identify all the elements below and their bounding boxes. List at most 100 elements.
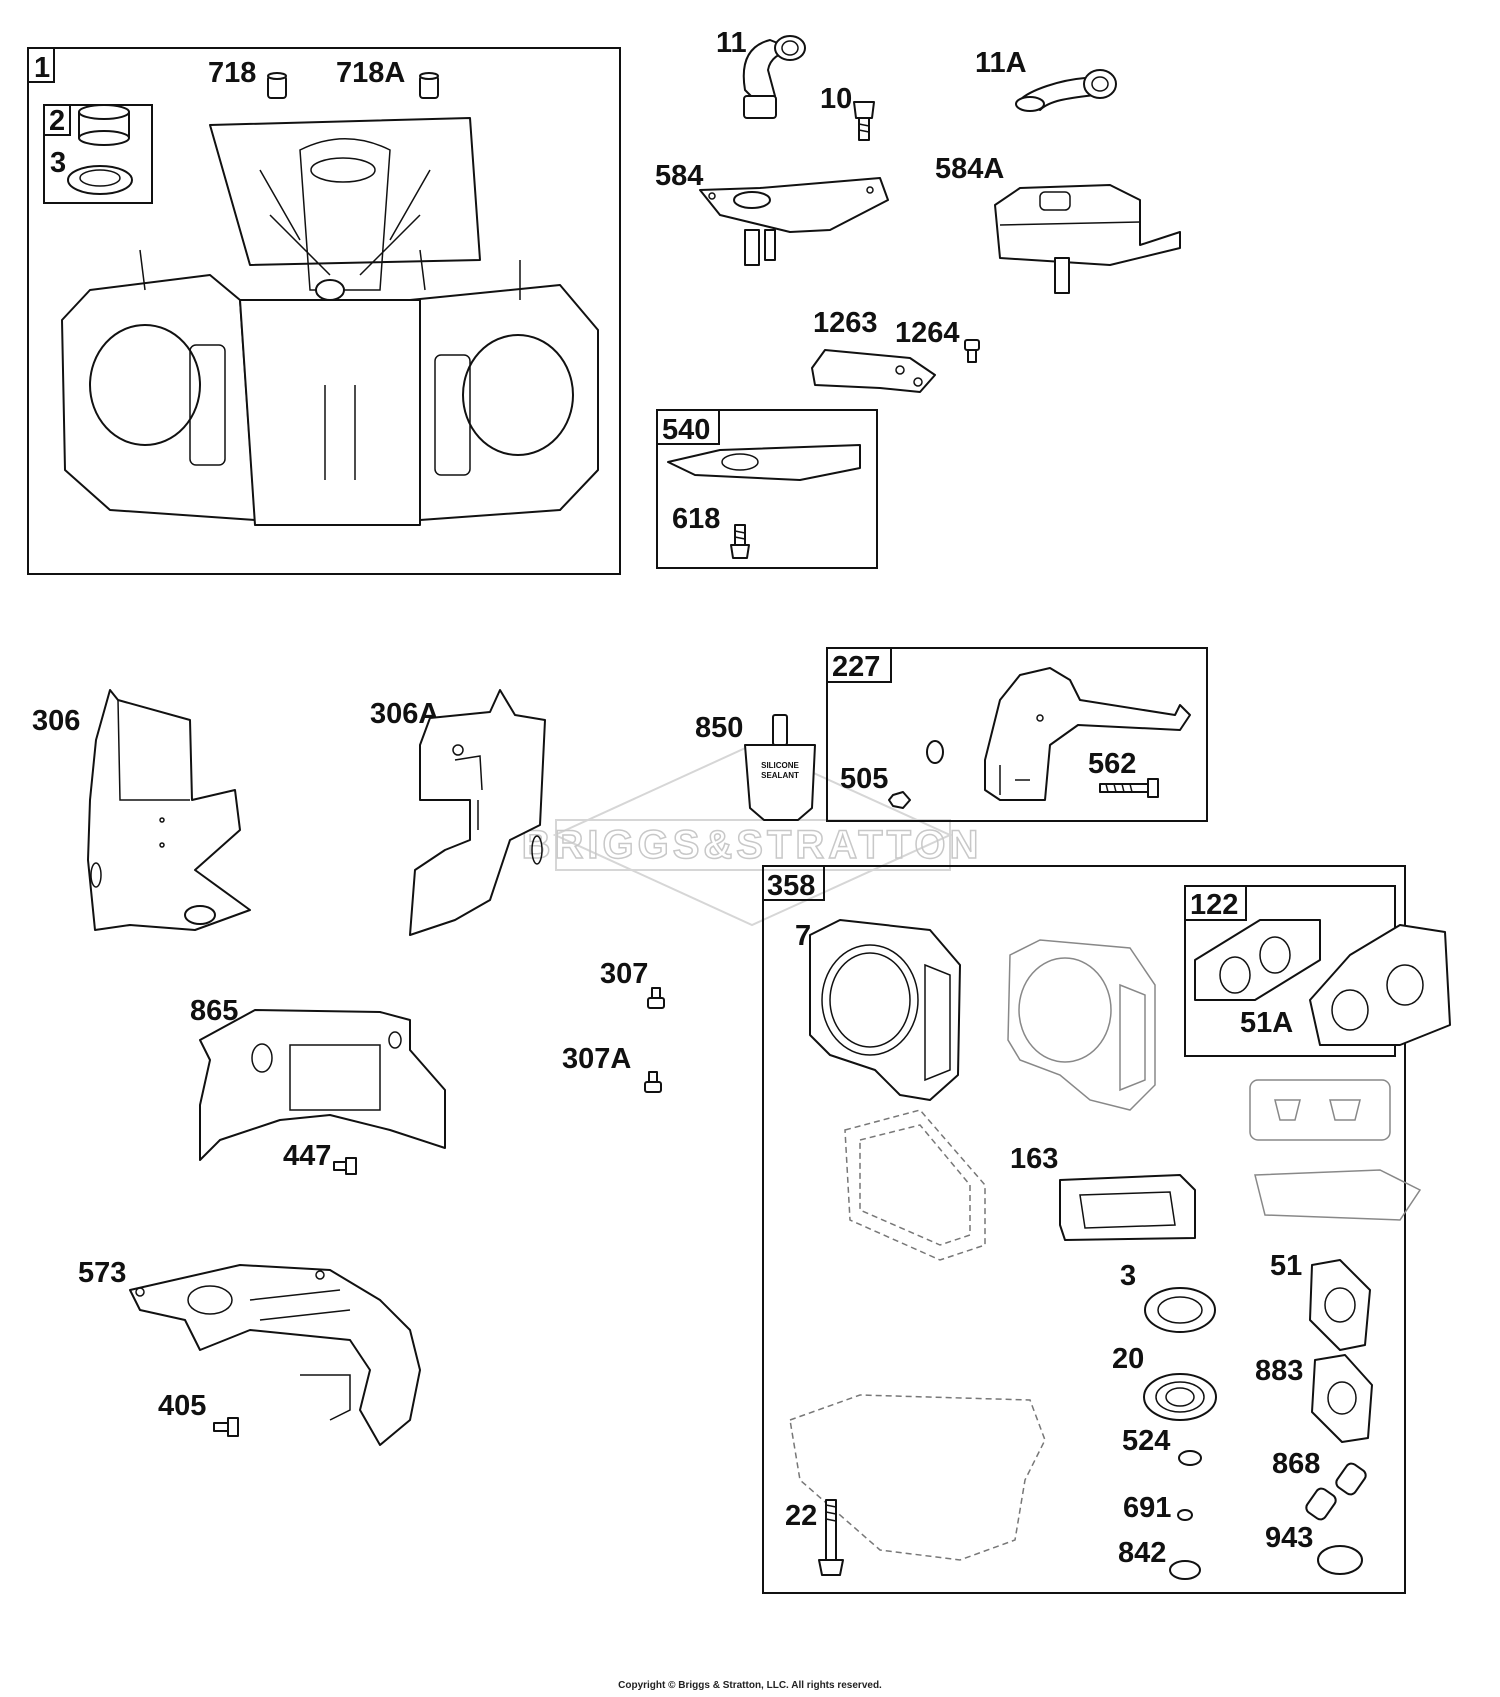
dowel-718A xyxy=(419,72,439,99)
label-618: 618 xyxy=(672,503,720,535)
label-718: 718 xyxy=(208,57,256,89)
label-22: 22 xyxy=(785,1500,817,1532)
label-883: 883 xyxy=(1255,1355,1303,1387)
gasket-883 xyxy=(1311,1354,1373,1443)
watermark-text: BRIGGS&STRATTON xyxy=(522,823,983,867)
box-540 xyxy=(656,409,878,569)
label-865: 865 xyxy=(190,995,238,1027)
label-943: 943 xyxy=(1265,1522,1313,1554)
washer-691 xyxy=(1177,1509,1193,1521)
breather-plate-584 xyxy=(699,177,889,266)
label-306: 306 xyxy=(32,705,80,737)
crankcase-gasket-ghost xyxy=(789,1394,1046,1561)
label-842: 842 xyxy=(1118,1537,1166,1569)
ring-842 xyxy=(1169,1560,1201,1580)
box-358 xyxy=(762,865,1406,1594)
screw-618 xyxy=(730,524,750,559)
box-358-tag xyxy=(762,865,825,901)
label-11: 11 xyxy=(716,27,747,59)
ring-524 xyxy=(1178,1450,1202,1466)
label-1263: 1263 xyxy=(813,307,878,339)
label-584A: 584A xyxy=(935,153,1004,185)
label-1: 1 xyxy=(34,52,50,84)
label-20: 20 xyxy=(1112,1343,1144,1375)
bolt-562 xyxy=(1099,778,1159,798)
screw-447 xyxy=(333,1157,357,1175)
box-227-tag xyxy=(826,647,892,683)
gasket-163 xyxy=(1059,1174,1196,1241)
box-1 xyxy=(27,47,621,575)
screw-405 xyxy=(213,1417,239,1437)
air-guide-306 xyxy=(87,689,251,931)
label-691: 691 xyxy=(1123,1492,1171,1524)
label-11A: 11A xyxy=(975,47,1027,79)
sealant-tube-850: SILICONE SEALANT xyxy=(744,714,816,821)
gasket-540 xyxy=(667,444,861,481)
breather-reed-1263 xyxy=(811,349,936,393)
box-2-tag xyxy=(43,104,71,136)
breather-assembly-584A xyxy=(994,184,1181,294)
nut-505 xyxy=(888,791,911,809)
label-358: 358 xyxy=(767,870,815,902)
air-guide-306A xyxy=(409,689,546,936)
oil-seal-3 xyxy=(67,165,133,195)
label-562: 562 xyxy=(1088,748,1136,780)
label-3-seal: 3 xyxy=(50,147,66,179)
intake-gasket-ghost xyxy=(1249,1079,1422,1221)
shroud-573 xyxy=(129,1264,421,1446)
label-718A: 718A xyxy=(336,57,405,89)
cylinder-block xyxy=(61,117,599,526)
label-573: 573 xyxy=(78,1257,126,1289)
label-307A: 307A xyxy=(562,1043,631,1075)
o-ring-943 xyxy=(1317,1545,1363,1575)
label-51: 51 xyxy=(1270,1250,1302,1282)
box-1-tag xyxy=(27,47,55,83)
label-307: 307 xyxy=(600,958,648,990)
label-505: 505 xyxy=(840,763,888,795)
bearing-20 xyxy=(1143,1373,1217,1421)
label-163: 163 xyxy=(1010,1143,1058,1175)
copyright-text: Copyright © Briggs & Stratton, LLC. All … xyxy=(618,1680,882,1691)
label-405: 405 xyxy=(158,1390,206,1422)
label-2: 2 xyxy=(49,105,65,137)
box-540-tag xyxy=(656,409,720,445)
bolt-22 xyxy=(818,1499,844,1576)
bushing-2 xyxy=(78,104,130,146)
tube-868 xyxy=(1305,1462,1367,1521)
label-1264: 1264 xyxy=(895,317,960,349)
dowel-718 xyxy=(267,72,287,99)
label-868: 868 xyxy=(1272,1448,1320,1480)
label-850: 850 xyxy=(695,712,743,744)
box-122-tag xyxy=(1184,885,1247,921)
label-51A: 51A xyxy=(1240,1007,1293,1039)
label-3-ring: 3 xyxy=(1120,1260,1136,1292)
bracket-227 xyxy=(926,667,1191,801)
valve-cover-gasket-ghost xyxy=(844,1109,986,1261)
head-gasket-ghost xyxy=(1007,939,1156,1111)
oil-seal-3b xyxy=(1144,1287,1216,1333)
label-122: 122 xyxy=(1190,889,1238,921)
sealant-label-line2: SEALANT xyxy=(761,771,799,780)
head-gasket-7 xyxy=(809,919,961,1101)
label-540: 540 xyxy=(662,414,710,446)
label-227: 227 xyxy=(832,651,880,683)
label-447: 447 xyxy=(283,1140,331,1172)
label-10: 10 xyxy=(820,83,852,115)
breather-tube-11A xyxy=(1015,69,1117,112)
baffle-865 xyxy=(199,1009,446,1161)
screw-10 xyxy=(853,101,875,141)
breather-tube-11 xyxy=(742,35,806,119)
label-584: 584 xyxy=(655,160,703,192)
screw-307A xyxy=(644,1071,662,1093)
screw-1264 xyxy=(964,339,980,363)
watermark-logo: BRIGGS&STRATTON xyxy=(521,743,983,927)
label-524: 524 xyxy=(1122,1425,1170,1457)
valve-cover-gasket-122 xyxy=(1194,919,1321,1001)
gasket-51 xyxy=(1309,1259,1371,1351)
sealant-label-line1: SILICONE xyxy=(761,761,799,770)
box-227 xyxy=(826,647,1208,822)
screw-307 xyxy=(647,987,665,1009)
label-7: 7 xyxy=(795,920,811,952)
intake-gasket-51A xyxy=(1309,924,1451,1046)
